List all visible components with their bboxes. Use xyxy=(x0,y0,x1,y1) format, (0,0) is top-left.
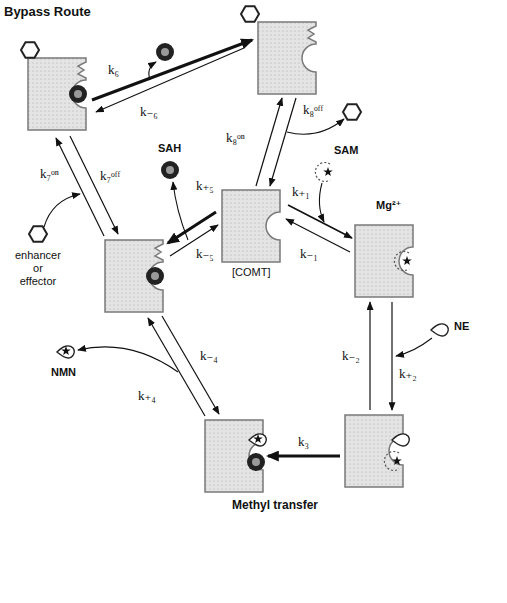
release-arrow xyxy=(287,119,344,134)
reaction-arrow xyxy=(162,316,219,414)
effector-hexagon xyxy=(29,226,47,242)
substrate-label: SAM xyxy=(333,144,359,157)
sah-molecule xyxy=(146,267,164,285)
rate-constant: k₋₆ xyxy=(140,104,158,119)
rate-constant: k₆ xyxy=(108,62,119,77)
reaction-arrow xyxy=(168,212,216,243)
node-text: NE xyxy=(454,320,469,333)
enzyme-state xyxy=(345,415,403,487)
sah-molecule xyxy=(69,85,87,103)
product-label: NMN xyxy=(50,366,77,379)
binding-arrow xyxy=(319,183,324,222)
sah-molecule xyxy=(156,43,174,61)
effector-hexagon xyxy=(241,6,259,22)
reaction-arrow xyxy=(92,40,252,100)
step-label: Methyl transfer xyxy=(232,498,318,513)
reaction-arrow xyxy=(286,219,350,252)
rate-constant: k₋₁ xyxy=(300,246,318,261)
reaction-arrow xyxy=(56,138,104,236)
reaction-arrow xyxy=(148,318,205,416)
enzyme-label: [COMT] xyxy=(231,266,272,279)
release-arrow xyxy=(78,347,178,372)
release-arrow xyxy=(149,62,156,80)
effector-hexagon xyxy=(343,104,361,120)
reaction-arrow xyxy=(270,98,296,186)
nmn-molecule xyxy=(249,434,266,446)
rate-constant: k₈ᵒᶠᶠ xyxy=(303,102,323,117)
cofactor-label: Mg²⁺ xyxy=(376,198,401,213)
route-title: Bypass Route xyxy=(4,4,91,19)
reaction-arrow xyxy=(96,48,244,112)
sah-molecule xyxy=(161,161,179,179)
rate-constant: k₊₁ xyxy=(292,184,310,199)
methyl-star xyxy=(253,434,263,443)
substrate-label: NE xyxy=(453,320,470,333)
enzyme-state xyxy=(28,58,86,130)
rate-constant: k₃ xyxy=(298,434,309,449)
enzyme-state xyxy=(355,225,413,297)
sah-molecule xyxy=(247,453,265,471)
binding-arrow xyxy=(44,194,80,227)
sam-molecule xyxy=(394,252,411,271)
node-text: SAM xyxy=(334,144,358,157)
node-text: [COMT] xyxy=(232,266,271,279)
binding-arrow xyxy=(396,338,432,356)
rate-constant: k₇ᵒⁿ xyxy=(40,166,59,181)
methyl-star xyxy=(61,346,71,355)
reaction-arrow xyxy=(256,98,282,186)
rate-constant: k₊₂ xyxy=(399,366,417,381)
enzyme-state xyxy=(258,22,316,94)
reaction-arrow xyxy=(391,302,392,410)
enzyme-state xyxy=(105,240,163,312)
product-label: SAH xyxy=(157,142,182,155)
rate-constant: k₊₅ xyxy=(196,178,214,193)
node-text: SAH xyxy=(158,142,181,155)
ne-molecule xyxy=(392,434,409,446)
reaction-arrow xyxy=(70,136,118,234)
sam-molecule xyxy=(384,452,401,471)
effector-label: enhancer or effector xyxy=(14,249,62,288)
effector-hexagon xyxy=(21,42,39,58)
node-text: enhancer or effector xyxy=(15,249,61,288)
release-arrow xyxy=(173,182,188,240)
rate-constant: k₈ᵒⁿ xyxy=(226,130,245,145)
rate-constant: k₋₂ xyxy=(342,348,360,363)
node-text: NMN xyxy=(51,366,76,379)
rate-constant: k₋₅ xyxy=(196,246,214,261)
rate-constant: k₋₄ xyxy=(200,348,218,363)
rate-constant: k₇ᵒᶠᶠ xyxy=(100,168,120,183)
sam-molecule xyxy=(315,163,332,182)
nmn-molecule xyxy=(57,346,74,358)
ne-molecule xyxy=(431,324,448,336)
reaction-arrow xyxy=(369,302,370,410)
rate-constant: k₊₄ xyxy=(138,388,156,403)
enzyme-state xyxy=(222,190,280,262)
reaction-arrow xyxy=(268,455,340,458)
